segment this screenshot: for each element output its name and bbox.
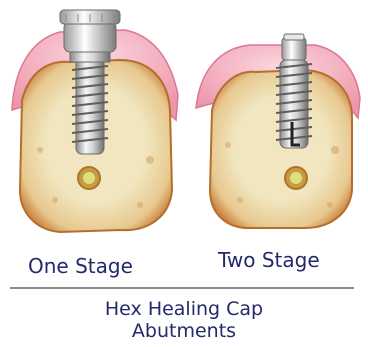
one-stage-label: One Stage [28,256,133,276]
figure-title-line-2: Abutments [0,320,368,342]
figure-title-line-1: Hex Healing Cap [0,298,368,320]
healing-cap [64,22,116,52]
figure-title: Hex Healing Cap Abutments [0,298,368,342]
healing-cap [282,38,306,60]
two-stage-label: Two Stage [218,250,320,270]
divider [10,287,354,289]
one-stage-implant-icon [12,10,178,232]
two-stage-implant-icon [196,34,360,228]
